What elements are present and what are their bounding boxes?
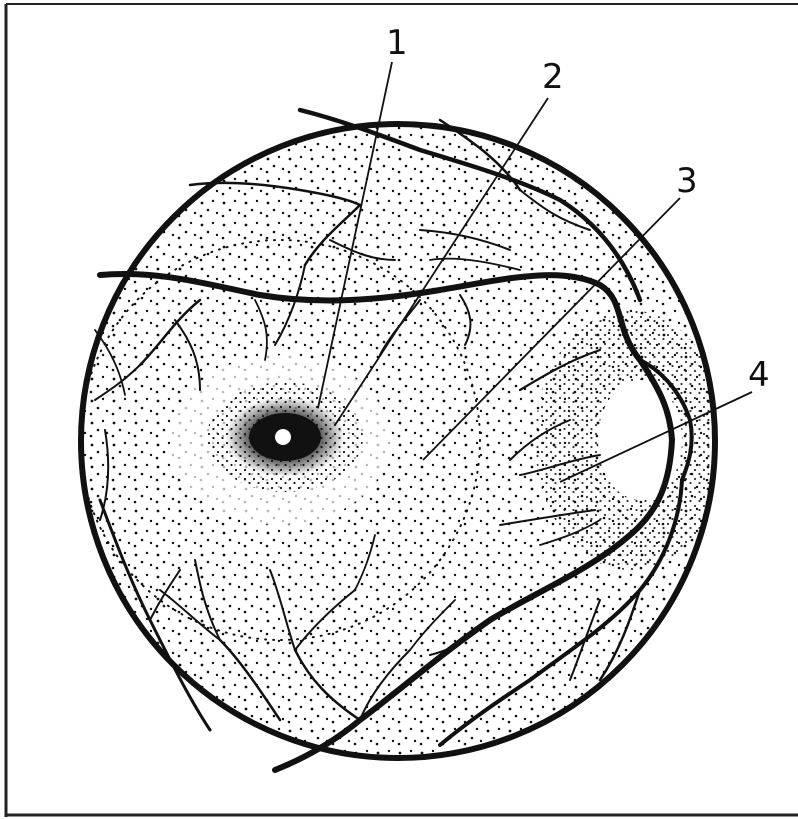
fovea [275,429,291,445]
label-3: 3 [676,161,698,201]
label-4: 4 [748,355,770,395]
label-1: 1 [386,23,408,63]
macula [207,382,363,492]
label-2: 2 [542,57,564,97]
